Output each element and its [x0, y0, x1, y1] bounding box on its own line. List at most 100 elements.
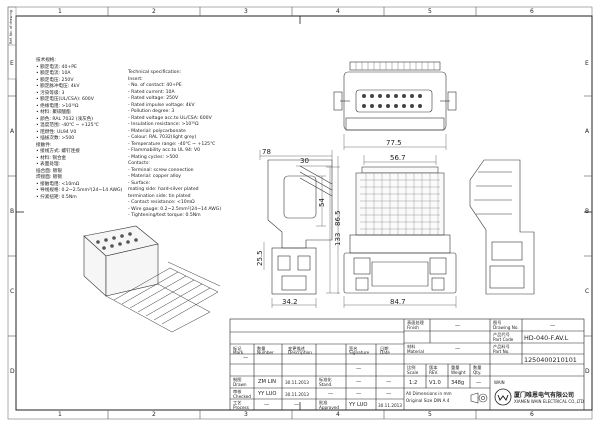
spec-en-line: Insert:	[128, 76, 143, 82]
spec-cn-line: 焊接面: 镀锡	[36, 175, 62, 180]
drawing-no-value: —	[550, 323, 556, 329]
version-value: V1.0	[429, 380, 441, 386]
frame-top-number: 5	[428, 8, 432, 15]
frame-top-number: 1	[58, 8, 62, 15]
company-name-en: XIAMEN WAIN ELECTRICAL CO.,LTD	[514, 399, 584, 404]
side-reference-strip: Ref. No. of drawing	[9, 9, 13, 44]
spec-en-line: - Pollution degree: 3	[128, 109, 175, 114]
part-no-label-en: Part No.	[493, 349, 510, 354]
spec-chinese: 技术规格: • 额定电流: 40+PE • 额定电流: 10A • 额定电压: …	[36, 58, 122, 201]
dim-side-h2: 86.5	[334, 210, 342, 226]
dim-top-width: 77.5	[386, 139, 402, 147]
qty-label-en: Qty.	[473, 370, 482, 375]
frame-left-letter: A	[10, 128, 15, 135]
number-label-en: Number	[257, 350, 274, 355]
signature-label-cn: 签名	[349, 346, 358, 351]
dim-side-base: 34.2	[282, 298, 298, 306]
frame-right-letter: A	[585, 128, 590, 135]
material-label-en: Material	[407, 349, 425, 354]
process-label-en: Process	[233, 405, 249, 410]
stand-date: —	[386, 379, 392, 385]
spec-cn-line: • 额定脉冲电压: 4kV	[36, 84, 80, 89]
approved-label-cn: 批准	[319, 400, 328, 405]
spec-cn-line: • 拧紧扭矩: 0.5Nm	[36, 194, 77, 200]
spec-english: Technical specification: Insert: - No. o…	[128, 70, 221, 220]
spec-en-line: - No. of contact: 40+PE	[128, 83, 182, 88]
frame-bottom-number: 5	[428, 411, 432, 418]
spec-en-line: - Insulation resistance: >10¹⁰Ω	[128, 122, 199, 127]
date-label-cn: 日期	[380, 346, 389, 351]
approved-date: 30.11.2013	[378, 403, 402, 408]
spec-cn-line: 插合面: 镀银	[36, 168, 62, 174]
spec-en-line: - Terminal: screw connection	[128, 167, 194, 173]
frame-left-letter: B	[10, 208, 15, 215]
spec-en-line: Technical specification:	[128, 70, 182, 75]
spec-cn-line: • 绝缘电阻: >10¹⁰Ω	[36, 103, 79, 109]
company-logo-icon	[494, 388, 512, 406]
spec-en-line: - Material: polycarbonate	[128, 128, 186, 134]
qty-label-cn: 数量	[473, 365, 482, 370]
frame-left-letter: C	[10, 288, 15, 295]
dim-side-width: 78	[262, 148, 271, 156]
weight-label-cn: 重量	[451, 365, 460, 370]
description-label-en: Description	[288, 350, 312, 355]
revision-signature: —	[356, 366, 362, 372]
frame-bottom-number: 3	[244, 411, 248, 418]
checked-label-en: Checked	[233, 394, 251, 399]
stand-label-en: Stand.	[319, 382, 333, 387]
process-date: —	[294, 402, 300, 408]
frame-top-number: 6	[530, 8, 534, 15]
number-label-cn: 数量	[257, 346, 266, 351]
dim-note-units: All Dimensions in mm	[406, 391, 452, 396]
spec-cn-line: • 额定电压: 250V	[36, 77, 74, 83]
spec-cn-line: • 材料: 铜合金	[36, 155, 67, 161]
checked-stand-sign: —	[356, 391, 362, 397]
checked-stand-cell: —	[328, 391, 334, 397]
version-label-cn: 版本	[429, 365, 438, 370]
spec-cn-line: • 额定电流: 40+PE	[36, 64, 77, 70]
company-name-cn: 厦门唯恩电气有限公司	[514, 392, 575, 399]
process-by: —	[264, 402, 270, 408]
scale-label-cn: 比例	[407, 365, 416, 370]
part-code-value: HD-040-F.AV.L	[524, 334, 569, 342]
stand-label-cn: 标准化	[319, 377, 332, 382]
drawing-no-label-cn: 图号	[493, 320, 502, 325]
frame-right-letter: B	[585, 208, 590, 215]
weight-value: 348g	[451, 380, 465, 386]
frame-top-number: 3	[244, 8, 248, 15]
scale-label-en: Scale	[407, 370, 419, 375]
spec-cn-line: 接触件:	[36, 142, 52, 148]
approved-label-en: Approved	[319, 405, 340, 410]
spec-en-line: - Material: copper alloy	[128, 174, 182, 179]
frame-left-letter: E	[10, 60, 14, 67]
frame-bottom-number: 2	[152, 411, 156, 418]
drawn-label-cn: 制图	[233, 377, 242, 382]
spec-en-line: Contacts:	[128, 161, 150, 166]
spec-en-line: - Flammability acc.to UL 94: V0	[128, 148, 201, 153]
frame-top-number: 4	[336, 8, 340, 15]
part-no-label-cn: 产品料号	[493, 344, 510, 349]
checked-stand-date: —	[386, 391, 392, 397]
mark-label-en: Mark	[233, 350, 244, 355]
qty-value: —	[476, 380, 482, 386]
projection-symbol-icon	[470, 392, 488, 404]
scale-value: 1:2	[409, 380, 418, 386]
material-value: —	[455, 346, 461, 352]
spec-cn-line: • 接触电阻: <10mΩ	[36, 181, 80, 187]
frame-right-letter: D	[585, 368, 590, 375]
approved-by: YY LUO	[349, 402, 368, 408]
stand-value: —	[356, 379, 362, 385]
spec-cn-line: • 接线方式: 螺钉连接	[36, 149, 80, 154]
dim-front-height: 133	[334, 232, 342, 246]
spec-en-line: - Temperature range: -40℃ ~ +125℃	[128, 141, 216, 147]
spec-cn-line: • 温度范围: -40℃ ~ +125℃	[36, 123, 99, 128]
dim-front-base: 84.7	[390, 298, 406, 306]
checked-date: 30.11.2013	[285, 392, 309, 397]
spec-en-line: - Contact resistance: <10mΩ	[128, 200, 195, 205]
frame-bottom-number: 1	[58, 411, 62, 418]
spec-en-line: - Rated voltage: 250V	[128, 96, 179, 101]
dim-side-h3: 25.5	[256, 250, 264, 266]
frame-bottom-number: 4	[336, 411, 340, 418]
